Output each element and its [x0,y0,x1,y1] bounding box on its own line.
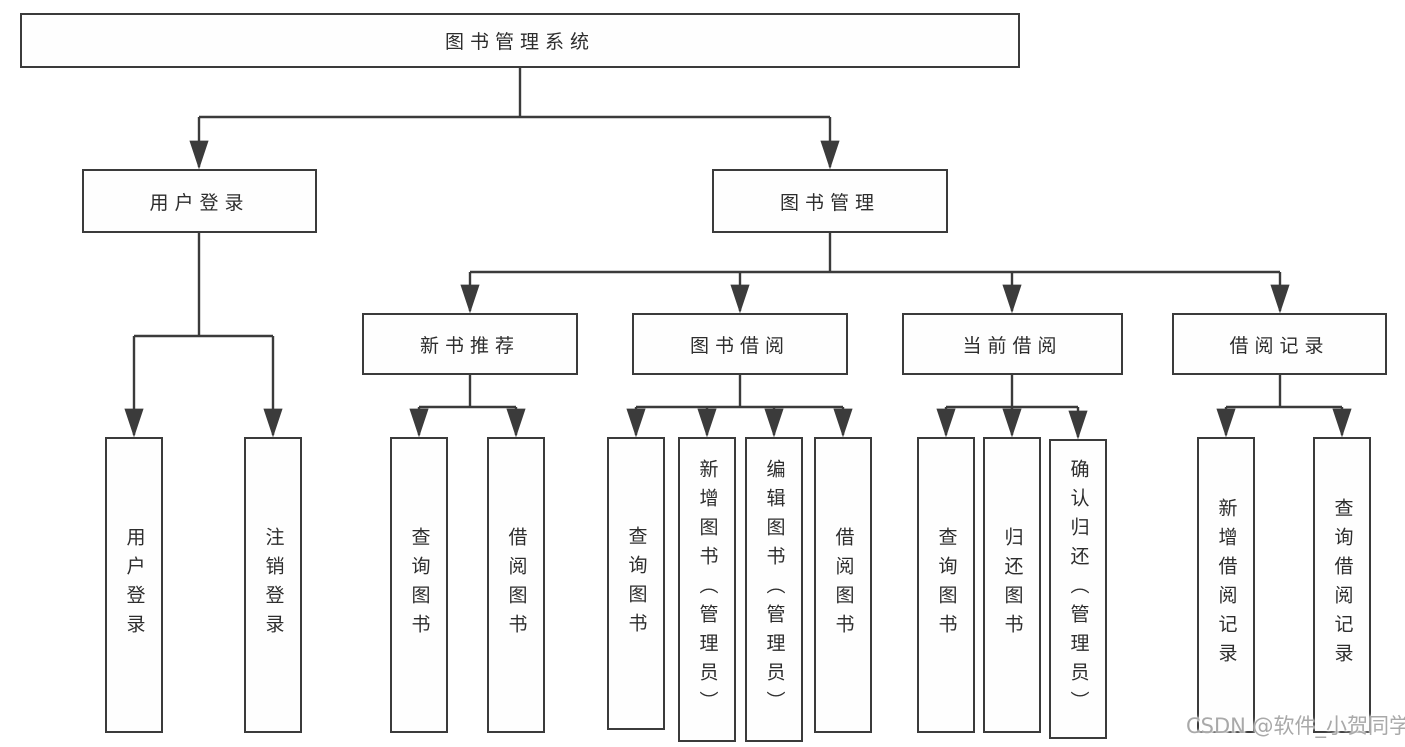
leaf-query-borrow-record: 查询借阅记录 [1313,437,1371,733]
node-new-book-recommendation: 新书推荐 [362,313,578,375]
leaf-confirm-return-admin: 确认归还（管理员） [1049,439,1107,739]
leaf-query-books-borrow: 查询图书 [607,437,665,730]
node-label: 图书管理 [779,191,880,214]
node-book-management: 图书管理 [712,169,948,233]
node-label: 确认归还（管理员） [1067,458,1090,720]
leaf-edit-books-admin: 编辑图书（管理员） [745,437,803,742]
node-label: 查询借阅记录 [1331,498,1354,672]
node-label: 当前借阅 [962,334,1063,357]
node-label: 图书借阅 [689,334,790,357]
leaf-query-books-current: 查询图书 [917,437,975,733]
leaf-borrow-books-recommend: 借阅图书 [487,437,545,733]
node-label: 归还图书 [1001,527,1024,643]
node-label: 借阅图书 [832,527,855,643]
leaf-query-books-recommend: 查询图书 [390,437,448,733]
node-label: 查询图书 [935,527,958,643]
leaf-add-books-admin: 新增图书（管理员） [678,437,736,742]
leaf-return-books: 归还图书 [983,437,1041,733]
node-library-management-system: 图书管理系统 [20,13,1020,68]
node-label: 用户登录 [149,191,250,214]
node-current-borrowing: 当前借阅 [902,313,1123,375]
node-label: 新增图书（管理员） [696,459,719,720]
node-label: 用户登录 [123,527,146,643]
node-user-login: 用户登录 [82,169,317,233]
csdn-watermark: CSDN @软件_小贺同学 [1186,714,1405,738]
node-label: 编辑图书（管理员） [763,459,786,720]
node-borrowing-records: 借阅记录 [1172,313,1387,375]
leaf-borrow-books: 借阅图书 [814,437,872,733]
node-label: 图书管理系统 [444,31,595,53]
node-label: 新增借阅记录 [1215,498,1238,672]
leaf-logout: 注销登录 [244,437,302,733]
node-book-borrowing: 图书借阅 [632,313,848,375]
node-label: 注销登录 [262,527,285,643]
node-label: 查询图书 [408,527,431,643]
leaf-add-borrow-record: 新增借阅记录 [1197,437,1255,733]
leaf-user-login: 用户登录 [105,437,163,733]
node-label: 借阅记录 [1229,334,1330,357]
node-label: 新书推荐 [419,334,520,357]
node-label: 借阅图书 [505,527,528,643]
node-label: 查询图书 [625,525,648,642]
